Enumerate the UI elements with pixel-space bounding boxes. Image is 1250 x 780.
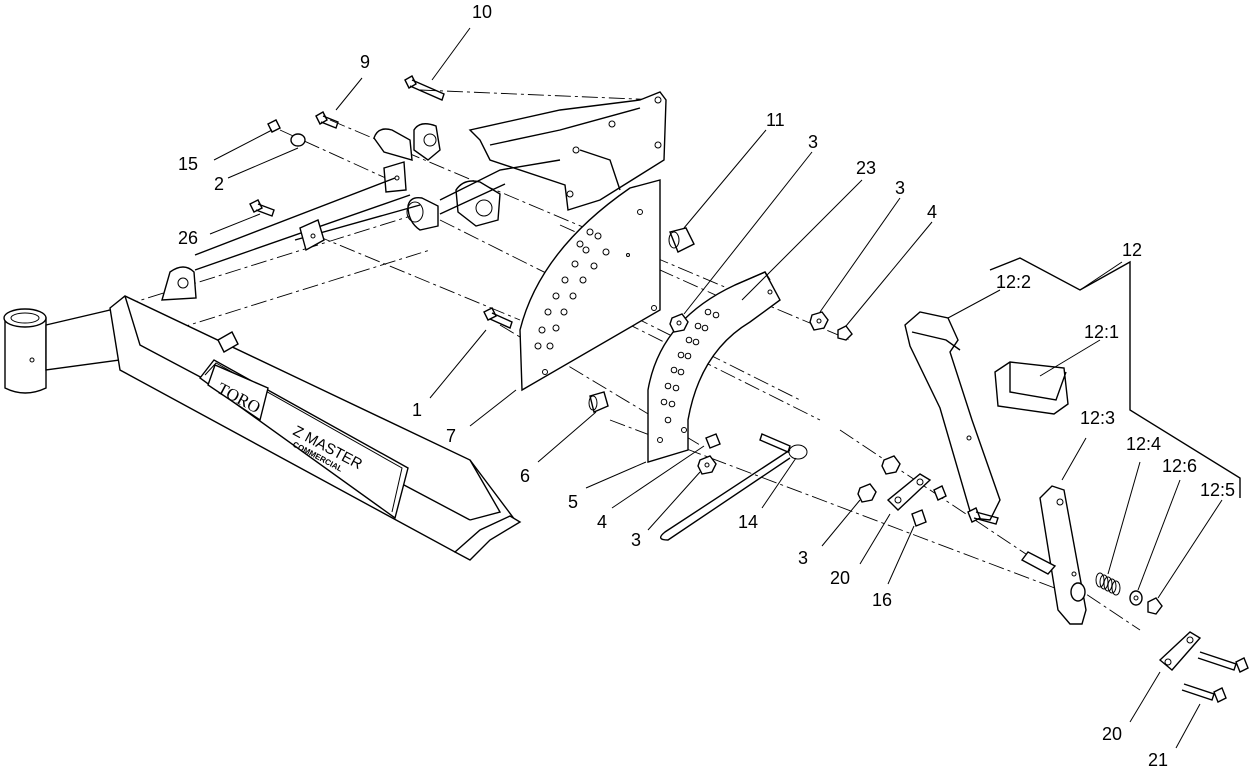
callout-3-lower: 3: [631, 530, 641, 550]
upper-bracket: [373, 91, 667, 231]
callout-15: 15: [178, 154, 198, 174]
frame-tube: TORO Z MASTER COMMERCIAL: [3, 266, 522, 561]
callout-12-5: 12:5: [1200, 480, 1235, 500]
callout-26: 26: [178, 228, 198, 248]
callout-labels: 10 9 15 2 26 11 3 23 3 4 12 12:2 12:1 1 …: [178, 2, 1235, 770]
pedal-assembly: [904, 257, 1241, 625]
quadrant-holes: [534, 228, 610, 350]
callout-16: 16: [872, 590, 892, 610]
guide-holes: [657, 308, 720, 443]
callout-12-3: 12:3: [1080, 408, 1115, 428]
callout-2: 2: [214, 174, 224, 194]
callout-12-4: 12:4: [1126, 434, 1161, 454]
callout-5: 5: [568, 492, 578, 512]
callout-1: 1: [412, 400, 422, 420]
callout-11: 11: [766, 110, 785, 130]
callout-20-upper: 20: [830, 568, 850, 588]
callout-10: 10: [472, 2, 492, 22]
callout-3-cluster: 3: [798, 548, 808, 568]
callout-12-2: 12:2: [996, 272, 1031, 292]
callout-6: 6: [520, 466, 530, 486]
callout-4-lower: 4: [597, 512, 607, 532]
callout-3-upper: 3: [808, 132, 818, 152]
lower-link: [1158, 631, 1249, 703]
callout-12: 12: [1122, 240, 1142, 260]
callout-20-lower: 20: [1102, 724, 1122, 744]
spring: [1095, 572, 1121, 596]
callout-12-1: 12:1: [1084, 322, 1119, 342]
callout-21: 21: [1148, 750, 1168, 770]
callout-23: 23: [856, 158, 876, 178]
quadrant-plate: [519, 179, 661, 392]
callout-3-right: 3: [895, 178, 905, 198]
curved-guide-plate: [647, 271, 781, 463]
callout-7: 7: [446, 426, 456, 446]
callout-14: 14: [738, 512, 758, 532]
fasteners: [249, 75, 947, 541]
callout-4-right: 4: [927, 202, 937, 222]
leader-lines: [209, 27, 1223, 749]
callout-12-6: 12:6: [1162, 456, 1197, 476]
callout-9: 9: [360, 52, 370, 72]
